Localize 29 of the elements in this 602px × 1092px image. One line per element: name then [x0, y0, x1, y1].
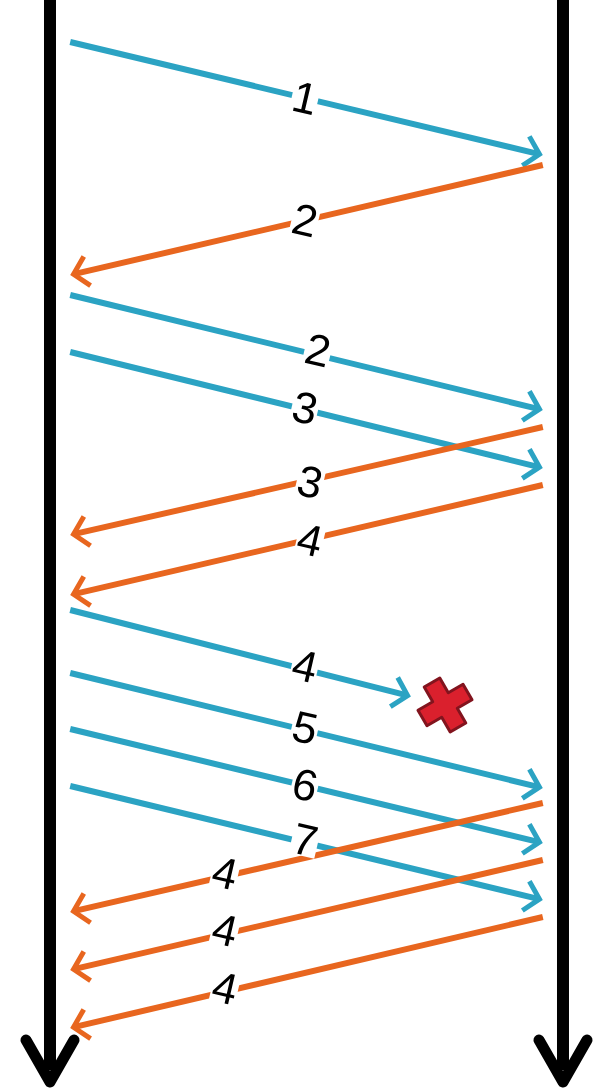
edge-label: 4 [288, 647, 322, 685]
arrow [70, 162, 544, 288]
arrow [69, 726, 543, 856]
edge-label: 7 [288, 821, 322, 859]
arrow [70, 914, 544, 1041]
arrow [69, 39, 543, 168]
edge-label: 4 [208, 911, 242, 949]
arrow [69, 292, 543, 423]
edge-label: 1 [288, 79, 322, 117]
arrow [70, 424, 544, 548]
timeline-arrow [20, 0, 80, 1088]
edge-label: 3 [293, 462, 327, 502]
edge-label: 4 [208, 969, 242, 1007]
edge-label: 4 [208, 854, 242, 892]
arrow [69, 349, 543, 481]
edge-label: 3 [288, 388, 322, 428]
edge-label: 4 [293, 521, 327, 559]
edge-label: 5 [288, 709, 322, 747]
arrow [70, 482, 544, 608]
arrow [70, 857, 544, 983]
arrow [69, 607, 411, 709]
arrow [69, 670, 543, 801]
arrow [70, 800, 544, 925]
edge-label: 2 [288, 201, 322, 239]
arrow [69, 783, 543, 913]
cross-icon [416, 676, 474, 734]
edge-label: 2 [301, 331, 335, 369]
edge-label: 6 [288, 765, 322, 805]
timeline-arrow [533, 0, 593, 1088]
